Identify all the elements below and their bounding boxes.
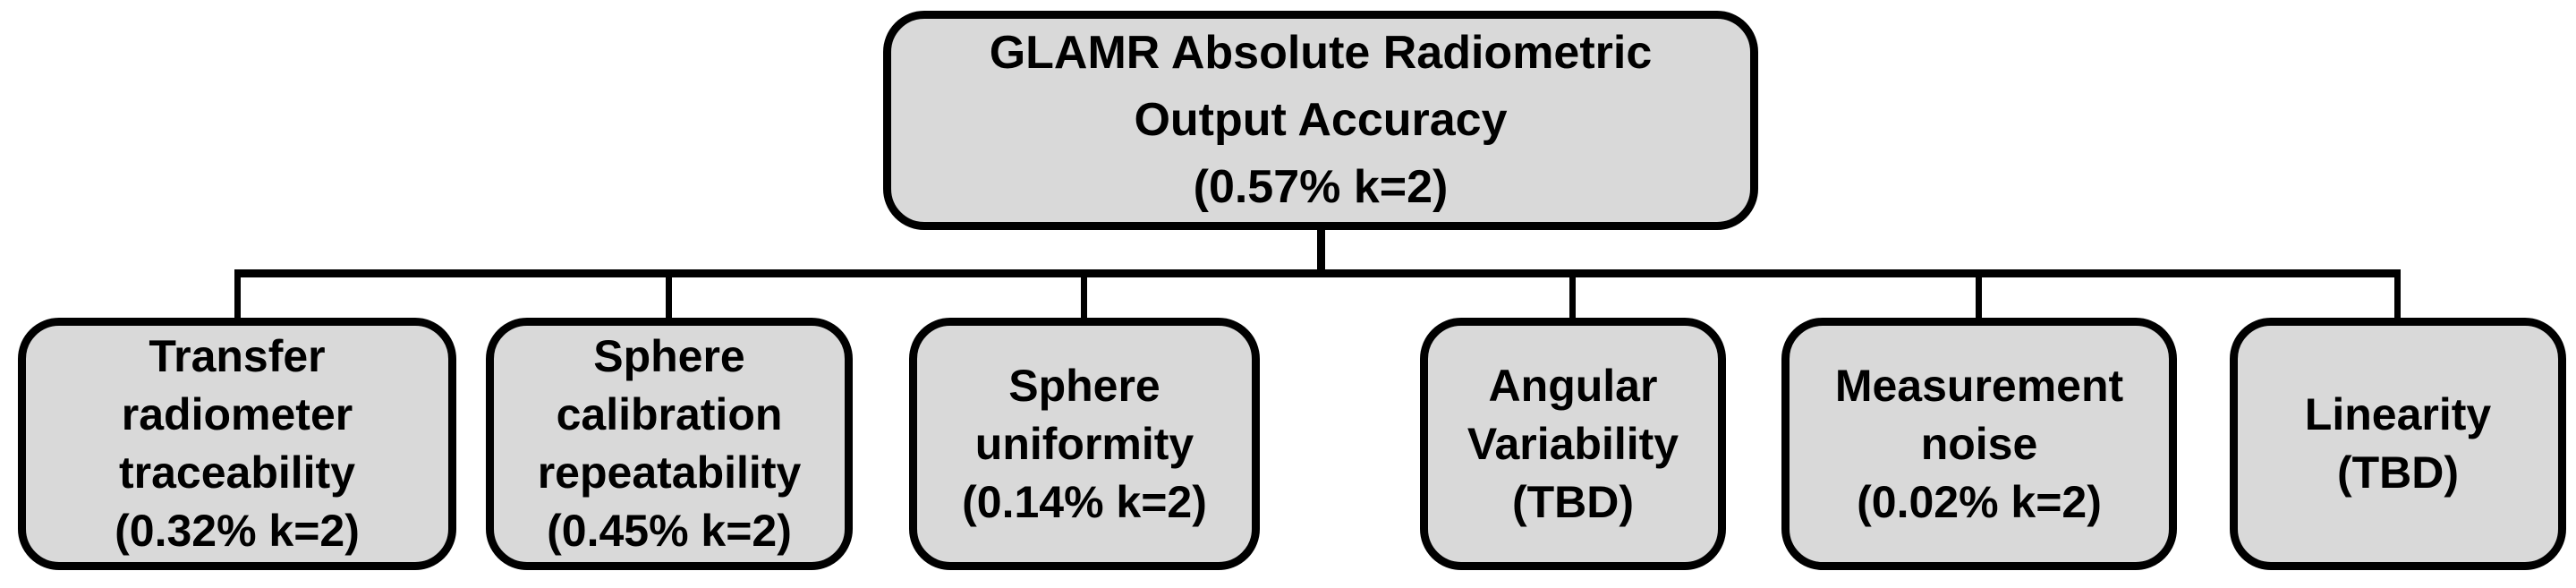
node-measurement-noise: Measurement noise (0.02% k=2) (1781, 318, 2177, 570)
connector-drop-angular-variability (1569, 271, 1576, 320)
node-label-sphere-calibration-repeatability: Sphere calibration repeatability (0.45% … (537, 331, 802, 556)
connector-root-stub (1317, 226, 1325, 273)
connector-drop-sphere-calibration (666, 271, 672, 320)
node-label-sphere-uniformity: Sphere uniformity (0.14% k=2) (962, 360, 1207, 527)
node-label-angular-variability: Angular Variability (TBD) (1467, 360, 1679, 527)
connector-horizontal-bus (234, 269, 2401, 277)
node-sphere-calibration-repeatability: Sphere calibration repeatability (0.45% … (486, 318, 853, 570)
node-label-glamr-output-accuracy: GLAMR Absolute Radiometric Output Accura… (989, 27, 1653, 213)
node-angular-variability: Angular Variability (TBD) (1420, 318, 1726, 570)
connector-drop-measurement-noise (1976, 271, 1982, 320)
connector-drop-sphere-uniformity (1081, 271, 1087, 320)
node-transfer-radiometer-traceability: Transfer radiometer traceability (0.32% … (18, 318, 456, 570)
connector-drop-transfer-radiometer (234, 271, 241, 320)
node-sphere-uniformity: Sphere uniformity (0.14% k=2) (909, 318, 1260, 570)
node-label-linearity: Linearity (TBD) (2304, 389, 2492, 498)
node-label-transfer-radiometer-traceability: Transfer radiometer traceability (0.32% … (115, 331, 360, 556)
node-linearity: Linearity (TBD) (2230, 318, 2566, 570)
node-glamr-output-accuracy: GLAMR Absolute Radiometric Output Accura… (883, 11, 1758, 230)
connector-drop-linearity (2394, 271, 2401, 320)
node-label-measurement-noise: Measurement noise (0.02% k=2) (1834, 360, 2124, 527)
